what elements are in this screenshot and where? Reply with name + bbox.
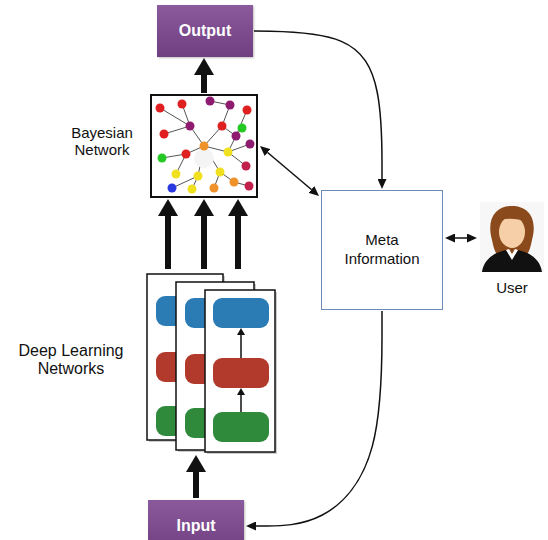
box-label: Meta Information: [328, 231, 436, 269]
connector-arrow: [201, 75, 207, 93]
meta-information-box: Meta Information: [321, 190, 443, 310]
illustration: [152, 96, 256, 196]
connector-arrow: [201, 216, 207, 269]
connector-arrow: [165, 216, 171, 269]
illustration: [478, 200, 546, 274]
connector-arrow: [235, 216, 241, 269]
user-figure: User: [478, 200, 546, 298]
deep-learning-stack: Deep Learning Networks: [146, 272, 276, 454]
input-box: Input: [148, 500, 244, 540]
node-label: Deep Learning Networks: [4, 342, 138, 378]
node-label: User: [478, 279, 546, 296]
box-label: Input: [176, 516, 215, 536]
illustration: [146, 272, 276, 454]
node-label: Bayesian Network: [60, 124, 144, 158]
box-label: Output: [179, 21, 231, 41]
connector-arrow: [455, 237, 467, 239]
output-box: Output: [157, 5, 253, 57]
bayesian-network-box: Bayesian Network: [150, 94, 258, 198]
connector-arrow: [254, 31, 382, 179]
connector-arrow: [193, 472, 199, 498]
connector-arrow: [268, 152, 312, 189]
